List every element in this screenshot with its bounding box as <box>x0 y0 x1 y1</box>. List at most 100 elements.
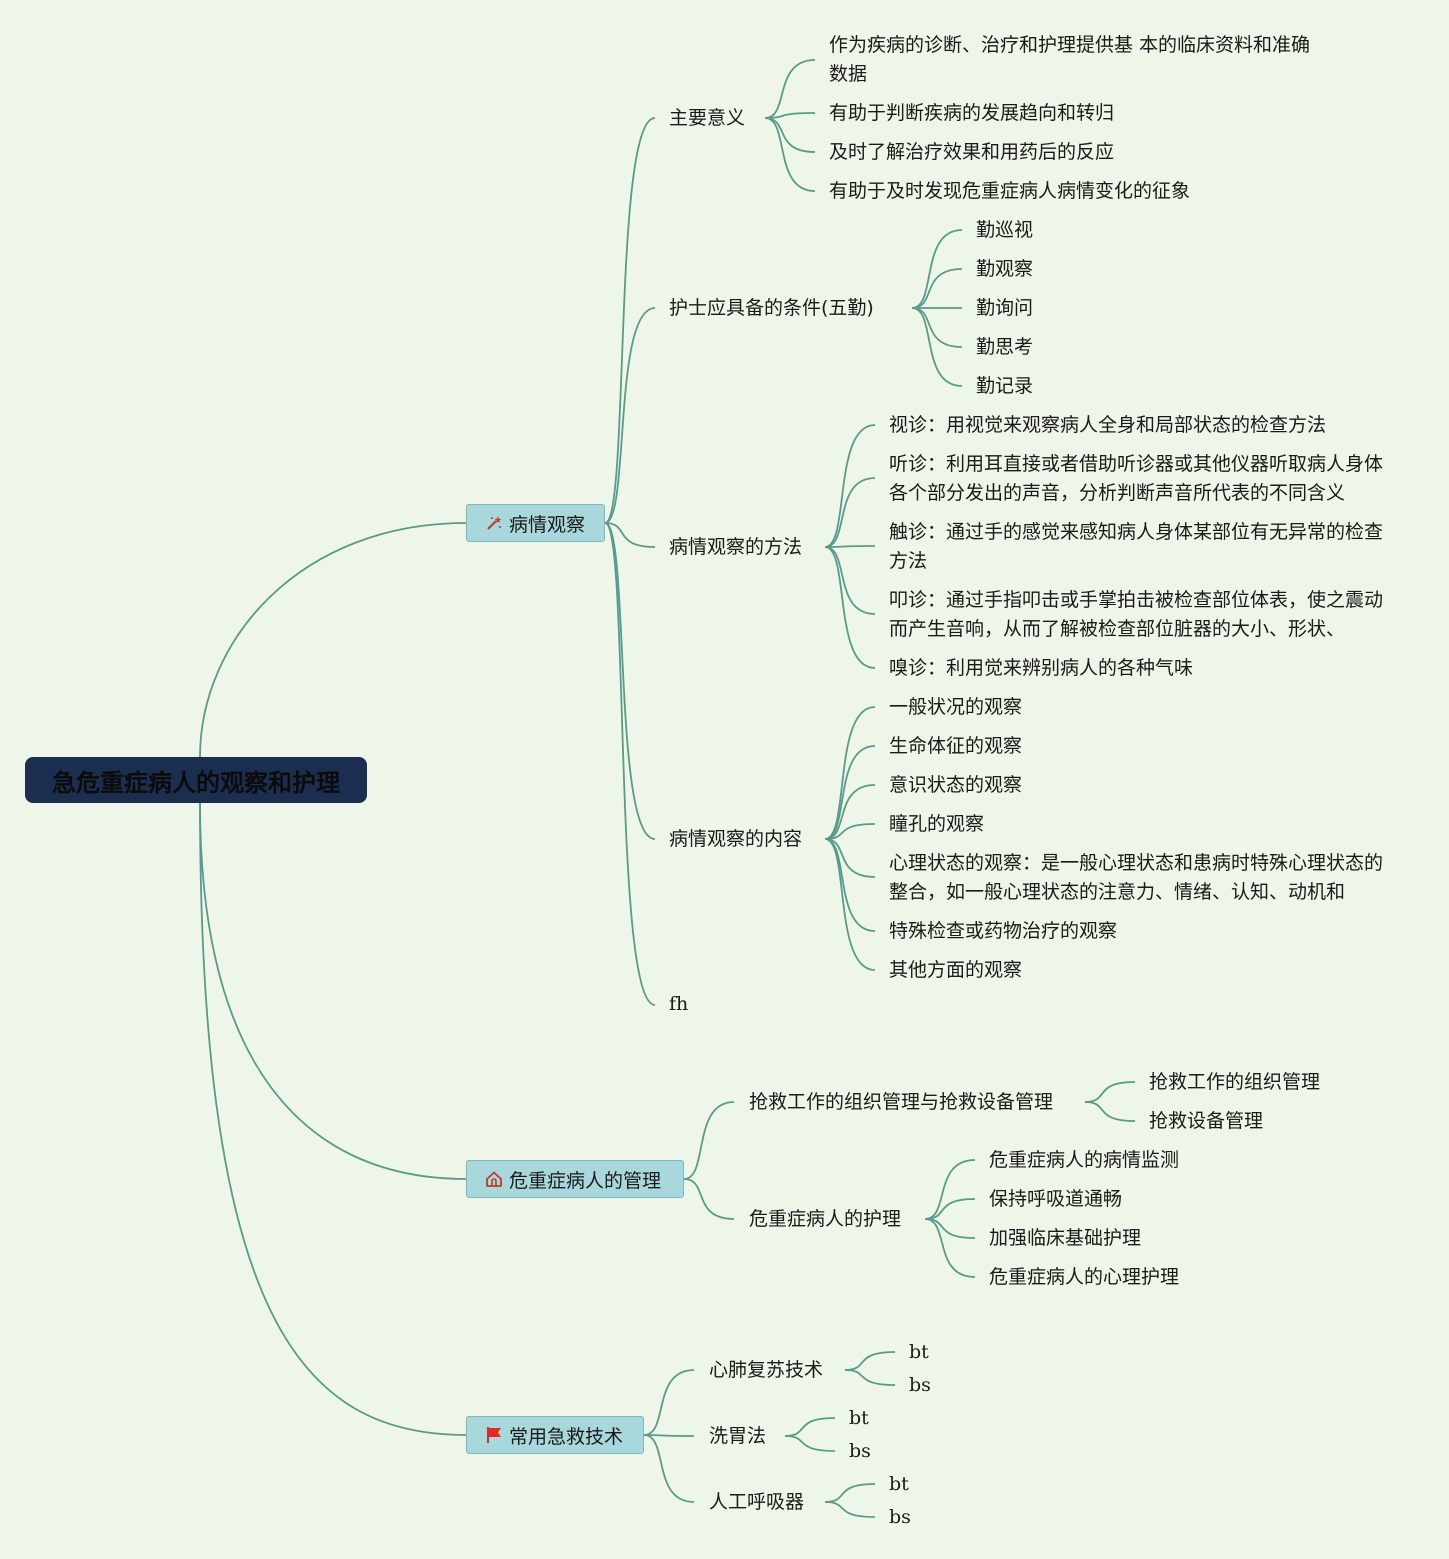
red-flag-icon <box>483 1424 505 1446</box>
leaf-significance-4[interactable]: 有助于及时发现危重症病人病情变化的征象 <box>829 180 1191 202</box>
b2c1-1 <box>1084 1101 1136 1122</box>
leaf-cpr-bs[interactable]: bs <box>909 1374 931 1396</box>
branch-label: 病情观察 <box>509 513 586 536</box>
b1c2-3 <box>911 307 963 348</box>
b3-2 <box>643 1434 695 1503</box>
b3c2-0 <box>784 1417 836 1437</box>
leaf-significance-2[interactable]: 有助于判断疾病的发展趋向和转归 <box>829 102 1115 124</box>
root-to-branch-2 <box>199 802 467 1180</box>
leaf-method-inspection[interactable]: 视诊：用视觉来观察病人全身和局部状态的检查方法 <box>889 414 1327 436</box>
b2c2-2 <box>924 1218 976 1239</box>
root-to-branch-3 <box>199 802 467 1436</box>
magic-wand-icon <box>483 512 505 534</box>
topic-gastric-lavage[interactable]: 洗胃法 <box>709 1425 767 1447</box>
b1c3-2 <box>824 545 876 548</box>
b1-1 <box>604 307 656 524</box>
b1c1-0 <box>764 59 816 119</box>
leaf-lavage-bt[interactable]: bt <box>849 1407 869 1429</box>
b3-1 <box>643 1434 695 1437</box>
b1c4-3 <box>824 823 876 840</box>
b3-0 <box>643 1369 695 1436</box>
leaf-significance-1[interactable]: 作为疾病的诊断、治疗和护理提供基 本的临床资料和准确数据 <box>829 34 1311 85</box>
b1-0 <box>604 117 656 524</box>
home-icon <box>483 1168 505 1190</box>
b2c2-0 <box>924 1159 976 1220</box>
leaf-significance-3[interactable]: 及时了解治疗效果和用药后的反应 <box>829 141 1115 163</box>
leaf-nursing-2[interactable]: 保持呼吸道通畅 <box>989 1188 1123 1210</box>
leaf-diligence-3[interactable]: 勤询问 <box>976 297 1034 319</box>
b2c2-3 <box>924 1218 976 1278</box>
leaf-method-percussion[interactable]: 叩诊：通过手指叩击或手掌拍击被检查部位体表，使之震动而产生音响，从而了解被检查部… <box>889 589 1384 640</box>
root-topic[interactable]: 急危重症病人的观察和护理 <box>25 757 367 803</box>
b1c4-0 <box>824 706 876 840</box>
b1-2 <box>604 522 656 548</box>
leaf-nursing-4[interactable]: 危重症病人的心理护理 <box>989 1266 1180 1288</box>
topic-critical-nursing[interactable]: 危重症病人的护理 <box>749 1208 902 1230</box>
b3c1-0 <box>844 1351 896 1371</box>
b1c4-6 <box>824 838 876 971</box>
b1-3 <box>604 522 656 840</box>
branch-emergency-techniques[interactable]: 常用急救技术 <box>466 1416 644 1454</box>
leaf-method-olfaction[interactable]: 嗅诊：利用觉来辨别病人的各种气味 <box>889 657 1194 679</box>
b2c1-0 <box>1084 1081 1136 1103</box>
b1-4 <box>604 522 656 1006</box>
branch-label: 常用急救技术 <box>509 1425 624 1448</box>
b2-1 <box>683 1178 735 1220</box>
b3c2-1 <box>784 1435 836 1452</box>
leaf-diligence-5[interactable]: 勤记录 <box>976 375 1034 397</box>
b1c4-1 <box>824 745 876 840</box>
leaf-rescue-organization[interactable]: 抢救工作的组织管理 <box>1149 1071 1321 1093</box>
leaf-lavage-bs[interactable]: bs <box>849 1440 871 1462</box>
leaf-content-4[interactable]: 瞳孔的观察 <box>889 813 985 835</box>
leaf-content-1[interactable]: 一般状况的观察 <box>889 696 1023 718</box>
leaf-cpr-bt[interactable]: bt <box>909 1341 929 1363</box>
leaf-content-5[interactable]: 心理状态的观察：是一般心理状态和患病时特殊心理状态的整合，如一般心理状态的注意力… <box>889 852 1384 903</box>
leaf-content-7[interactable]: 其他方面的观察 <box>889 959 1023 981</box>
leaf-ventilator-bt[interactable]: bt <box>889 1473 909 1495</box>
topic-observation-methods[interactable]: 病情观察的方法 <box>669 536 803 558</box>
leaf-content-2[interactable]: 生命体征的观察 <box>889 735 1023 757</box>
b1c4-5 <box>824 838 876 932</box>
b1c1-2 <box>764 117 816 153</box>
leaf-nursing-1[interactable]: 危重症病人的病情监测 <box>989 1149 1180 1171</box>
leaf-content-6[interactable]: 特殊检查或药物治疗的观察 <box>889 920 1118 942</box>
leaf-method-palpation[interactable]: 触诊：通过手的感觉来感知病人身体某部位有无异常的检查方法 <box>889 521 1384 572</box>
b1c2-1 <box>911 268 963 309</box>
leaf-nursing-3[interactable]: 加强临床基础护理 <box>989 1227 1142 1249</box>
topic-main-significance[interactable]: 主要意义 <box>669 107 746 129</box>
topic-fh[interactable]: fh <box>669 993 689 1015</box>
leaf-ventilator-bs[interactable]: bs <box>889 1506 911 1528</box>
b1c3-4 <box>824 546 876 669</box>
b2c2-1 <box>924 1198 976 1220</box>
topic-rescue-management[interactable]: 抢救工作的组织管理与抢救设备管理 <box>749 1091 1054 1113</box>
b1c1-1 <box>764 112 816 119</box>
topic-cpr[interactable]: 心肺复苏技术 <box>709 1359 824 1381</box>
leaf-diligence-1[interactable]: 勤巡视 <box>976 219 1034 241</box>
leaf-diligence-4[interactable]: 勤思考 <box>976 336 1034 358</box>
b1c3-1 <box>824 477 876 548</box>
branch-illness-observation[interactable]: 病情观察 <box>466 504 605 542</box>
b3c1-1 <box>844 1369 896 1386</box>
b3c3-0 <box>824 1483 876 1503</box>
b2-0 <box>683 1101 735 1180</box>
topic-observation-content[interactable]: 病情观察的内容 <box>669 828 803 850</box>
b1c4-4 <box>824 838 876 878</box>
b1c1-3 <box>764 117 816 192</box>
b1c4-2 <box>824 784 876 840</box>
branch-critical-management[interactable]: 危重症病人的管理 <box>466 1160 684 1198</box>
b1c2-0 <box>911 229 963 309</box>
branch-label: 危重症病人的管理 <box>509 1169 662 1192</box>
root-to-branch-1 <box>199 522 467 758</box>
topic-ventilator[interactable]: 人工呼吸器 <box>709 1491 805 1513</box>
topic-nurse-conditions[interactable]: 护士应具备的条件(五勤) <box>669 297 874 319</box>
leaf-content-3[interactable]: 意识状态的观察 <box>889 774 1023 796</box>
leaf-method-auscultation[interactable]: 听诊：利用耳直接或者借助听诊器或其他仪器听取病人身体各个部分发出的声音，分析判断… <box>889 453 1384 504</box>
b1c3-3 <box>824 546 876 615</box>
b3c3-1 <box>824 1501 876 1518</box>
b1c2-4 <box>911 307 963 387</box>
leaf-rescue-equipment[interactable]: 抢救设备管理 <box>1149 1110 1264 1132</box>
leaf-diligence-2[interactable]: 勤观察 <box>976 258 1034 280</box>
b1c3-0 <box>824 424 876 548</box>
